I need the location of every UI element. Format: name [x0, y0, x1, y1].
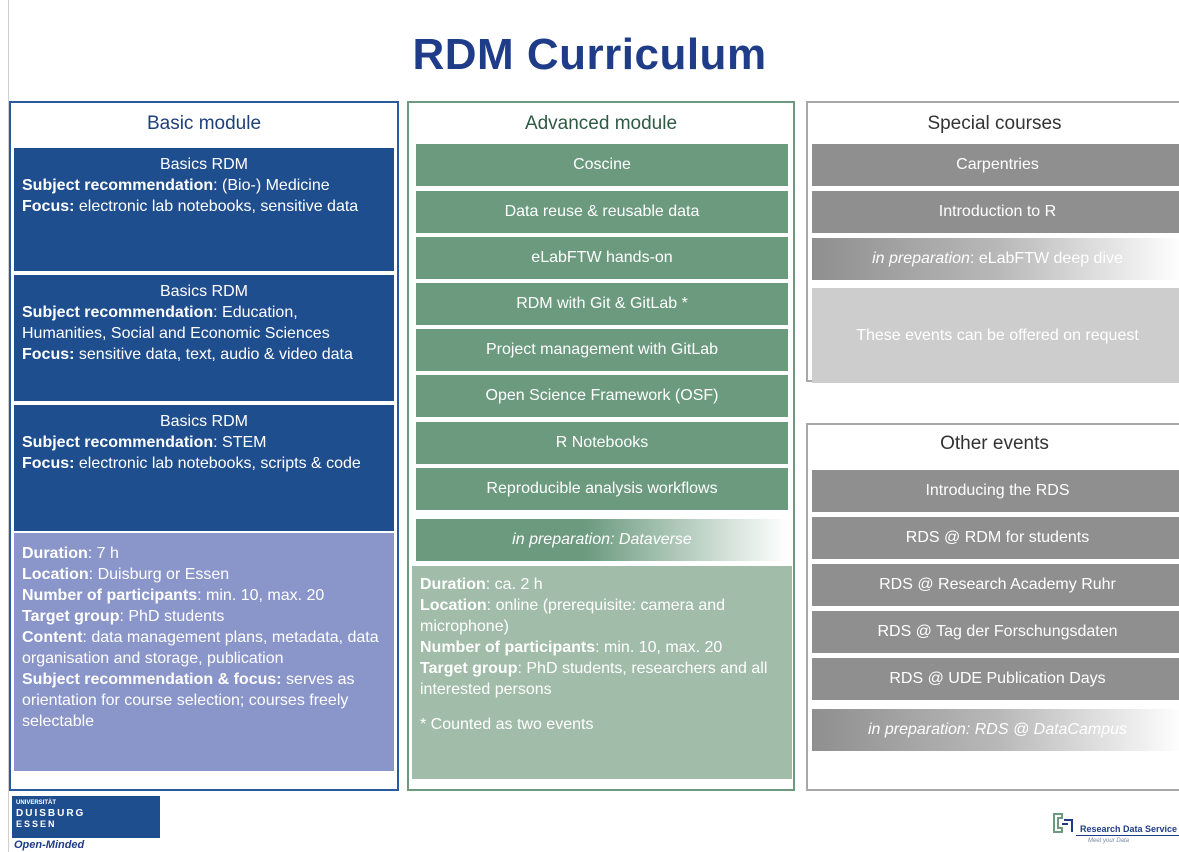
advanced-course-in-preparation: in preparation: Dataverse: [416, 519, 788, 561]
other-event: RDS @ Research Academy Ruhr: [812, 564, 1179, 606]
advanced-course: Coscine: [416, 144, 788, 186]
preparation-text: : eLabFTW deep dive: [969, 250, 1123, 267]
advanced-module-info: Duration: ca. 2 h Location: online (prer…: [412, 566, 792, 779]
rds-mark-icon: [1053, 813, 1073, 833]
rec-value: : STEM: [213, 434, 267, 451]
advanced-course: Open Science Framework (OSF): [416, 375, 788, 417]
advanced-course: Data reuse & reusable data: [416, 191, 788, 233]
target-value: : PhD students: [119, 608, 225, 625]
other-event-in-preparation: in preparation: RDS @ DataCampus: [812, 709, 1179, 751]
content-label: Content: [22, 629, 83, 646]
participants-value: : min. 10, max. 20: [197, 587, 325, 604]
other-event: RDS @ RDM for students: [812, 517, 1179, 559]
location-label: Location: [22, 566, 89, 583]
page-title: RDM Curriculum: [412, 30, 767, 79]
course-name: Basics RDM: [159, 283, 248, 300]
ude-logo-line2: DUISBURG: [16, 808, 86, 819]
special-courses-column: Special courses Carpentries Introduction…: [806, 101, 1179, 383]
focus-value: electronic lab notebooks, sensitive data: [74, 198, 359, 215]
focus-value: electronic lab notebooks, scripts & code: [74, 455, 361, 472]
course-name: Basics RDM: [159, 413, 248, 430]
preparation-label: in preparation: [872, 250, 970, 267]
rec-label: Subject recommendation: [22, 177, 214, 194]
rec-value: : (Bio-) Medicine: [213, 177, 330, 194]
special-course: Introduction to R: [812, 191, 1179, 233]
ude-logo: UNIVERSITÄT DUISBURG ESSEN: [12, 796, 160, 838]
other-events-column: Other events Introducing the RDS RDS @ R…: [806, 423, 1179, 791]
left-margin-line: [8, 0, 9, 852]
ude-logo-line3: ESSEN: [16, 819, 57, 829]
participants-label: Number of participants: [420, 639, 596, 656]
recfocus-value: serves as orientation for course selecti…: [22, 671, 355, 730]
rds-logo: Research Data Service Meet your Data: [1052, 808, 1179, 848]
content-value: : data management plans, metadata, data …: [22, 629, 379, 667]
rec-value: : Education, Humanities, Social and Econ…: [22, 304, 330, 342]
rds-name: Research Data Service: [1080, 824, 1178, 834]
ude-slogan: Open-Minded: [14, 839, 85, 851]
advanced-module-column: Advanced module Coscine Data reuse & reu…: [407, 101, 795, 791]
basic-course-stem: Basics RDM Subject recommendation: STEM …: [14, 405, 394, 531]
advanced-course: R Notebooks: [416, 422, 788, 464]
focus-label: Focus:: [22, 346, 75, 363]
participants-label: Number of participants: [22, 587, 198, 604]
other-event: RDS @ Tag der Forschungsdaten: [812, 611, 1179, 653]
duration-value: : 7 h: [87, 545, 119, 562]
other-events-heading: Other events: [940, 433, 1049, 454]
basic-module-info: Duration: 7 h Location: Duisburg or Esse…: [14, 533, 394, 771]
advanced-course: eLabFTW hands-on: [416, 237, 788, 279]
advanced-course: Project management with GitLab: [416, 329, 788, 371]
advanced-course: RDM with Git & GitLab *: [416, 283, 788, 325]
rec-label: Subject recommendation: [22, 434, 214, 451]
counted-note: * Counted as two events: [420, 716, 594, 733]
basic-course-medicine: Basics RDM Subject recommendation: (Bio-…: [14, 148, 394, 271]
location-label: Location: [420, 597, 487, 614]
target-label: Target group: [420, 660, 518, 677]
special-course-in-preparation: in preparation: eLabFTW deep dive: [812, 238, 1179, 280]
advanced-module-heading: Advanced module: [524, 113, 678, 134]
rds-tagline: Meet your Data: [1088, 838, 1130, 844]
advanced-course: Reproducible analysis workflows: [416, 468, 788, 510]
duration-value: : ca. 2 h: [485, 576, 543, 593]
target-value: : PhD students, researchers and all inte…: [420, 660, 768, 698]
basic-module-column: Basic module Basics RDM Subject recommen…: [9, 101, 399, 791]
basic-module-heading: Basic module: [146, 113, 262, 134]
location-value: : Duisburg or Essen: [88, 566, 230, 583]
focus-label: Focus:: [22, 198, 75, 215]
rds-underline: [1076, 835, 1179, 836]
ude-logo-line1: UNIVERSITÄT: [16, 800, 57, 806]
recfocus-label: Subject recommendation & focus:: [22, 671, 282, 688]
basic-course-humanities: Basics RDM Subject recommendation: Educa…: [14, 275, 394, 401]
target-label: Target group: [22, 608, 120, 625]
special-courses-heading: Special courses: [927, 113, 1062, 134]
course-name: Basics RDM: [159, 156, 248, 173]
duration-label: Duration: [22, 545, 88, 562]
special-course: Carpentries: [812, 144, 1179, 186]
duration-label: Duration: [420, 576, 486, 593]
focus-value: sensitive data, text, audio & video data: [74, 346, 353, 363]
focus-label: Focus:: [22, 455, 75, 472]
location-value: : online (prerequisite: camera and micro…: [420, 597, 726, 635]
on-request-note: These events can be offered on request: [812, 288, 1179, 383]
rec-label: Subject recommendation: [22, 304, 214, 321]
other-event: Introducing the RDS: [812, 470, 1179, 512]
participants-value: : min. 10, max. 20: [595, 639, 723, 656]
other-event: RDS @ UDE Publication Days: [812, 658, 1179, 700]
